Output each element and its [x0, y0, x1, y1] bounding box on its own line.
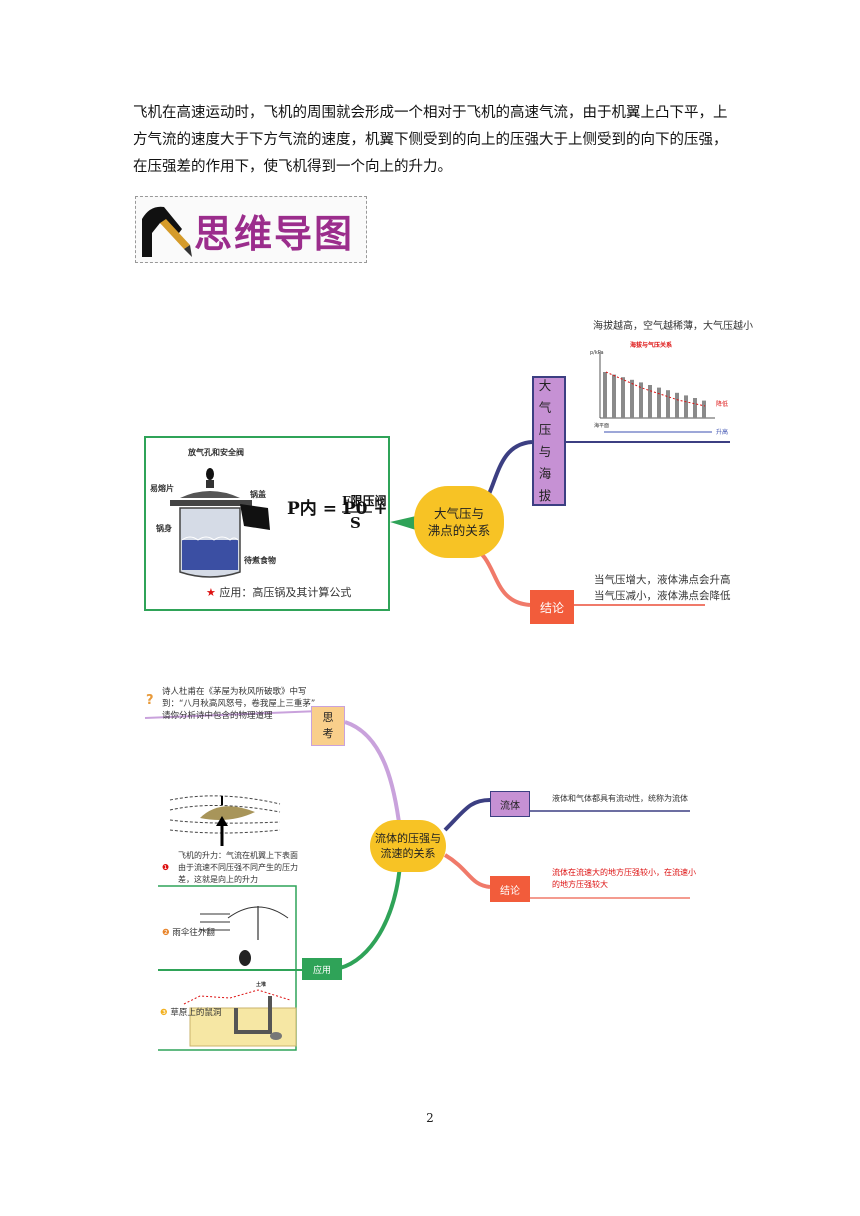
formula-denominator: S	[350, 514, 361, 532]
formula-numerator: F限压阀	[342, 494, 387, 508]
banner-title: 思维导图	[194, 212, 355, 256]
fluid-node: 流体	[490, 791, 530, 817]
branch-line-think	[344, 720, 402, 831]
chart-xlabel: 海平面	[594, 423, 610, 429]
chart-bar	[603, 372, 607, 418]
conclusion2-text-2: 的地方压强较大	[552, 880, 608, 889]
app1-text-2: 由于流速不同压强不同产生的压力	[178, 863, 298, 872]
app3-text: 草原上的鼠洞	[170, 1008, 222, 1018]
page-number: 2	[426, 1111, 434, 1125]
branch-line-apply	[339, 864, 402, 970]
intro-paragraph: 飞机在高速运动时，飞机的周围就会形成一个相对于飞机的高速气流，由于机翼上凸下平，…	[133, 105, 728, 175]
branch-line-fluid	[443, 798, 491, 832]
app3-caption: ❸ 草原上的鼠洞	[160, 1006, 221, 1020]
airfoil-illustration	[169, 795, 281, 846]
formula-lhs: P内 = P0 +	[287, 499, 388, 519]
app1-text-3: 差，这就是向上的升力	[178, 875, 258, 884]
pressure-formula: P内 = P0 +	[287, 494, 388, 519]
umbrella-illustration	[200, 906, 289, 966]
think-text-2: 到：“八月秋高风怒号，卷我屋上三重茅”	[162, 699, 316, 709]
chart-unit: p/kPa	[590, 350, 604, 356]
think-node: 思 考	[311, 706, 345, 746]
chart-bar	[693, 398, 697, 418]
mindmap-banner: 思维导图	[135, 196, 367, 263]
altitude-node-label: 大 气 压 与 海 拔	[538, 378, 560, 503]
burrow-illustration	[183, 989, 297, 1047]
pressure-cooker-illustration	[170, 468, 270, 578]
chart-legend-blue: 升高	[716, 429, 729, 436]
apply-node: 应用	[302, 958, 342, 980]
conclusion-line-2: 当气压减小，液体沸点会降低	[594, 590, 731, 602]
center-node-2: 流体的压强与 流速的关系	[370, 820, 446, 872]
fluid-text: 液体和气体都具有流动性，统称为流体	[552, 794, 688, 803]
star-icon: ★	[206, 586, 216, 599]
chart-bar	[657, 387, 661, 418]
cooker-label-body: 锅身	[156, 524, 172, 533]
think-text-1: 诗人杜甫在《茅屋为秋风所破歌》中写	[162, 687, 307, 697]
chart-bar	[675, 392, 679, 418]
conclusion-node-1: 结论	[530, 590, 574, 624]
application-connector	[390, 516, 416, 530]
chart-bar	[702, 400, 706, 418]
app1-text-1: 飞机的升力：气流在机翼上下表面	[178, 851, 298, 860]
conclusion-line-1: 当气压增大，液体沸点会升高	[594, 574, 731, 586]
chart-bar	[621, 377, 625, 418]
cooker-label-lid: 锅盖	[250, 490, 266, 499]
app1-number-icon: ❶	[162, 863, 170, 872]
chart-bar	[648, 385, 652, 418]
burrow-label: 土堆	[256, 982, 267, 988]
application-caption: ★ 应用：高压锅及其计算公式	[206, 586, 351, 600]
app2-caption: ❷ 雨伞往外翻	[162, 926, 215, 940]
center-node-1: 大气压与 沸点的关系	[414, 486, 504, 558]
altitude-note: 海拔越高，空气越稀薄，大气压越小	[593, 321, 753, 332]
chart-bar	[684, 395, 688, 418]
cooker-label-food: 待煮食物	[244, 556, 276, 565]
chart-bar	[639, 382, 643, 418]
app3-number-icon: ❸	[160, 1008, 168, 1018]
chart-title: 海拔与气压关系	[630, 342, 673, 349]
cooker-label-fuse: 易熔片	[150, 484, 174, 493]
think-text-3: 请你分析诗中包含的物理道理	[162, 711, 273, 721]
pen-logo-icon	[142, 206, 192, 257]
branch-line-conclusion2	[443, 853, 491, 889]
chart-bar	[612, 374, 616, 418]
altitude-node: 大 气 压 与 海 拔	[532, 376, 566, 506]
chart-legend-red: 降低	[716, 401, 729, 408]
conclusion-node-2: 结论	[490, 876, 530, 902]
question-icon: ?	[146, 693, 154, 708]
chart-bar	[630, 379, 634, 418]
application-text: 应用：高压锅及其计算公式	[219, 586, 352, 599]
app2-text: 雨伞往外翻	[172, 928, 215, 938]
pressure-cooker-box	[144, 436, 390, 611]
app2-number-icon: ❷	[162, 928, 170, 938]
conclusion2-text-1: 流体在流速大的地方压强较小，在流速小	[552, 868, 696, 877]
cooker-label-valve: 放气孔和安全阀	[188, 448, 244, 457]
chart-bar	[666, 390, 670, 418]
altitude-pressure-chart	[599, 352, 715, 433]
